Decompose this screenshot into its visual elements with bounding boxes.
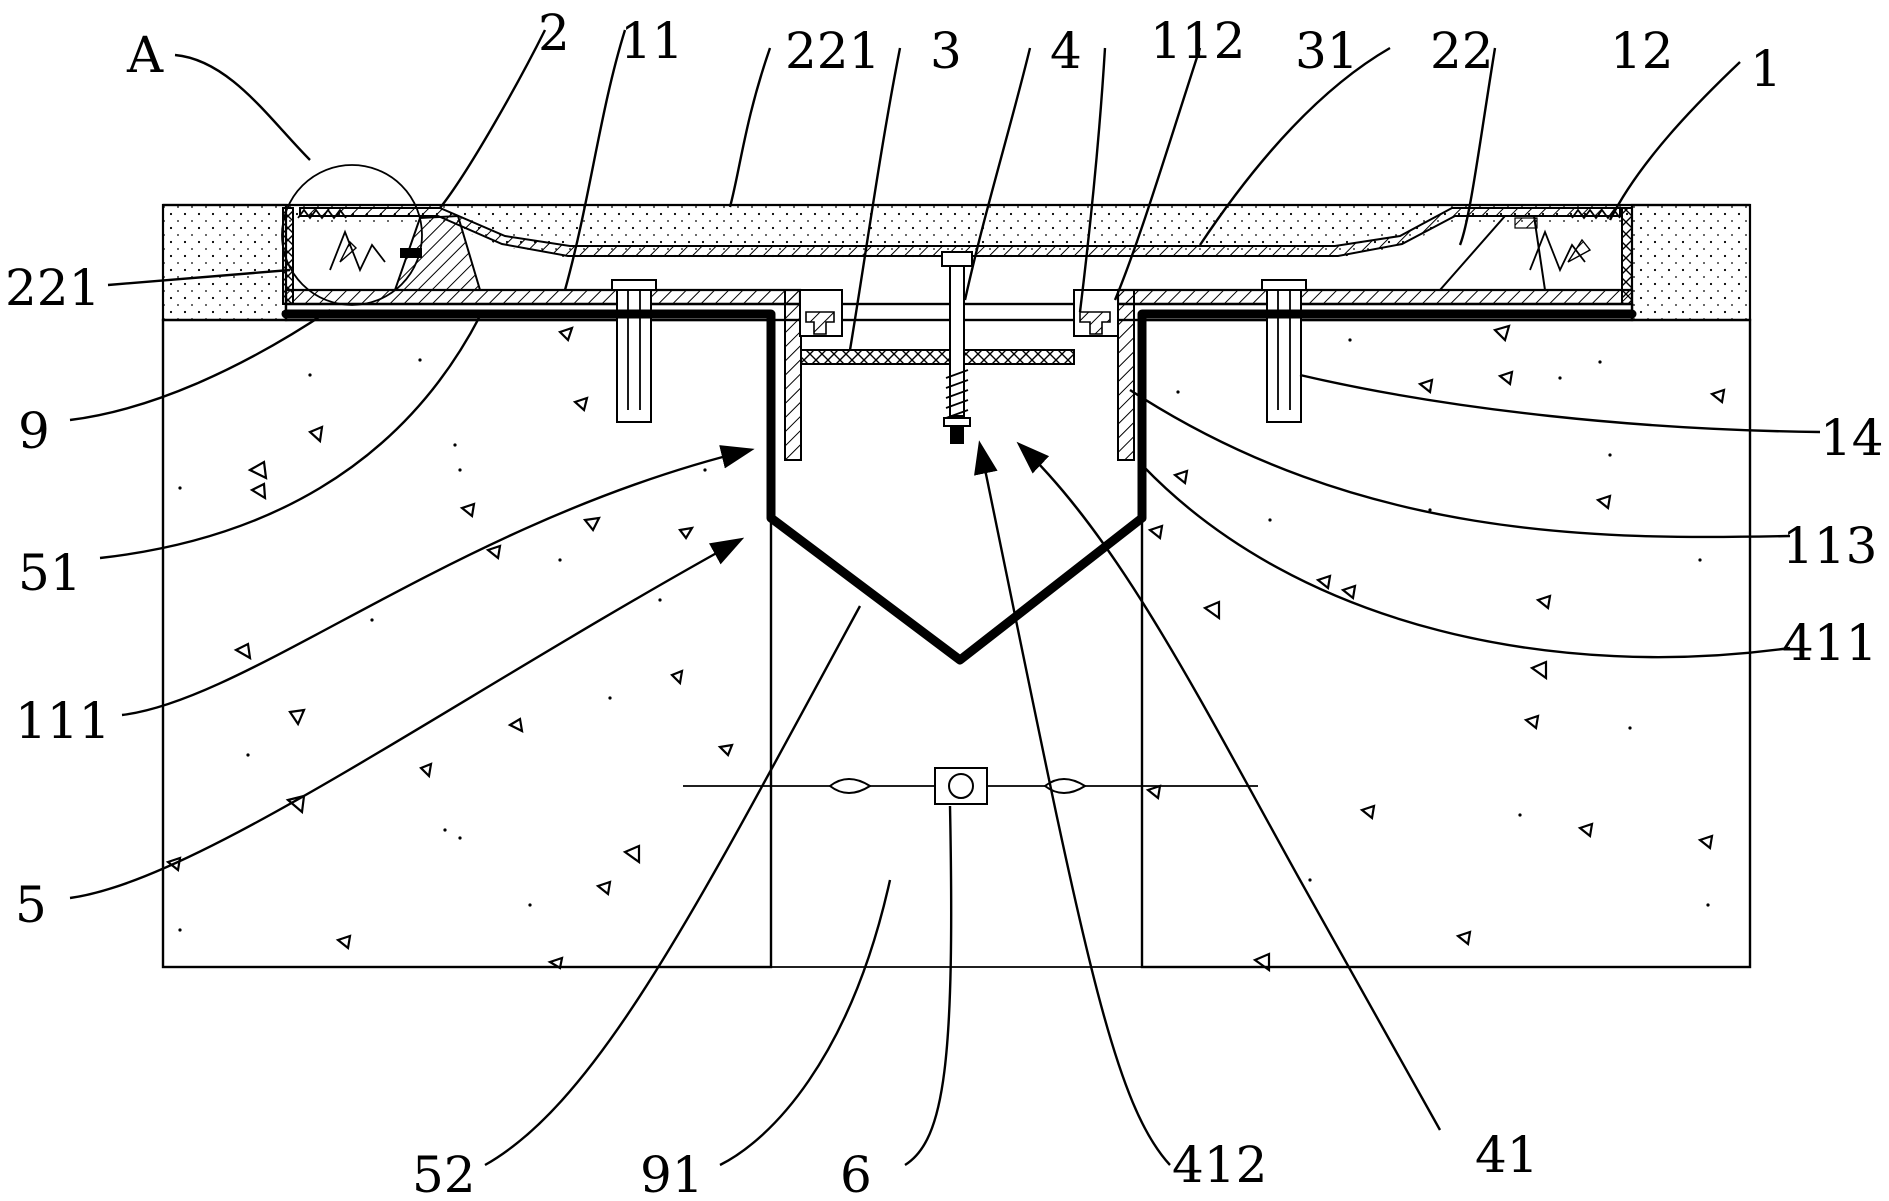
label-51: 51 <box>18 544 82 602</box>
label-112: 112 <box>1150 12 1245 70</box>
label-3: 3 <box>930 22 962 80</box>
label-31: 31 <box>1295 22 1359 80</box>
label-22: 22 <box>1430 22 1494 80</box>
label-221-top: 221 <box>785 22 880 80</box>
label-5: 5 <box>15 876 47 934</box>
right-guide-plate <box>1118 290 1134 460</box>
label-2: 2 <box>538 4 570 62</box>
label-111: 111 <box>15 692 110 750</box>
left-seal-block <box>800 290 842 336</box>
label-412: 412 <box>1172 1136 1267 1194</box>
top-filler-layer-right <box>1632 205 1750 320</box>
right-anchor-bolt <box>1262 280 1306 422</box>
label-12: 12 <box>1610 22 1674 80</box>
left-guide-plate <box>785 290 801 460</box>
label-6: 6 <box>840 1146 872 1201</box>
left-anchor-bolt <box>612 280 656 422</box>
right-seal-block <box>1074 290 1118 336</box>
left-concrete-slab <box>163 320 771 967</box>
label-14: 14 <box>1820 409 1884 467</box>
label-113: 113 <box>1782 517 1877 575</box>
label-11: 11 <box>620 12 684 70</box>
left-base-plate <box>286 290 800 304</box>
right-concrete-slab <box>1142 320 1750 967</box>
label-52: 52 <box>412 1146 476 1201</box>
vertical-rod <box>942 252 972 444</box>
detail-circle-A <box>282 165 422 305</box>
label-411: 411 <box>1782 614 1877 672</box>
label-91: 91 <box>640 1146 704 1201</box>
label-1: 1 <box>1750 40 1782 98</box>
label-9: 9 <box>18 402 50 460</box>
label-221-left: 221 <box>5 259 100 317</box>
middle-support-plate <box>801 350 1074 364</box>
top-filler-layer-left <box>163 205 286 320</box>
label-4: 4 <box>1050 22 1082 80</box>
label-A: A <box>126 26 164 84</box>
label-41: 41 <box>1475 1126 1539 1184</box>
right-base-plate <box>1118 290 1632 304</box>
